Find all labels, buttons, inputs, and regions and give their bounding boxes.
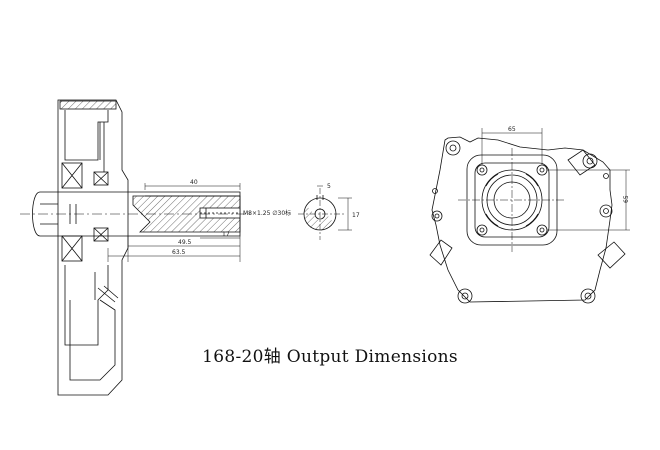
dim-keyway-text: 40	[190, 179, 198, 186]
lug-top-left-hole	[449, 144, 457, 152]
seal-upper	[93, 171, 109, 186]
lug-top-right	[582, 153, 598, 169]
small-hole-right	[603, 173, 609, 179]
dim-bolt-v-text: 65	[623, 195, 630, 203]
web-line-1	[97, 287, 116, 303]
inner-wall-lower	[64, 265, 109, 346]
dim-bolt-horizontal: 65	[481, 126, 543, 165]
lug-top-left	[445, 140, 461, 156]
bolt-hole-bl-inner	[479, 227, 485, 233]
dim-bolt-vertical: 65	[547, 169, 630, 231]
lower-cavity	[69, 299, 116, 381]
lug-left-hole	[434, 213, 440, 219]
shaft-hatch-region	[303, 205, 334, 231]
seal-lower	[93, 227, 109, 242]
dim-flange-text: 49.5	[178, 239, 192, 246]
dim-key-height: 17	[338, 197, 360, 231]
bearing-lower	[61, 235, 83, 262]
bore-arcs	[485, 173, 539, 227]
lug-bottom-left-hole	[461, 292, 469, 300]
bearing-upper	[61, 162, 83, 189]
shaft-cross-section: 5 17	[298, 183, 360, 240]
dim-overall: 63.5	[107, 248, 240, 262]
dim-hole-text: 17	[222, 231, 230, 238]
bolt-hole-br-inner	[539, 227, 545, 233]
drawing-caption: 168-20轴 Output Dimensions	[202, 347, 458, 367]
bolt-hole-tl-inner	[479, 167, 485, 173]
web-line-2	[103, 285, 119, 299]
top-flange-hatch	[59, 100, 117, 110]
bolt-hole-tr	[536, 164, 548, 176]
dim-key-width: 5	[317, 183, 331, 190]
dim-thread-text: M8×1.25 ∅30标	[243, 209, 291, 217]
side-section-view: 40 M8×1.25 ∅30标 17 49.5 63.5	[20, 99, 291, 396]
boss-right	[597, 241, 626, 269]
dim-hole-depth: 17	[200, 231, 240, 239]
dim-to-flange: 49.5	[127, 236, 241, 262]
bolt-hole-tr-inner	[539, 167, 545, 173]
dim-bolt-h-text: 65	[508, 126, 516, 133]
lug-left	[431, 210, 443, 222]
bolt-hole-bl	[476, 224, 488, 236]
lug-right-hole	[603, 208, 609, 214]
boss-left	[429, 239, 453, 266]
lug-bottom-right	[580, 288, 596, 304]
bolt-hole-br	[536, 224, 548, 236]
dim-overall-text: 63.5	[172, 249, 186, 256]
crankshaft-stub	[32, 191, 58, 237]
lug-top-right-hole	[586, 157, 594, 165]
lug-right	[599, 204, 613, 218]
dim-key-height-text: 17	[352, 212, 360, 219]
lug-bottom-right-hole	[584, 292, 592, 300]
small-hole-left	[432, 188, 438, 194]
caption-container: 168-20轴 Output Dimensions	[0, 342, 660, 367]
housing-outline	[431, 136, 613, 303]
dim-key-width-text: 5	[327, 183, 331, 190]
dim-keyway: 40	[144, 179, 241, 190]
lug-bottom-left	[457, 288, 473, 304]
bolt-hole-tl	[476, 164, 488, 176]
inner-wall-upper	[64, 110, 109, 161]
front-view: 65 65	[429, 126, 630, 304]
